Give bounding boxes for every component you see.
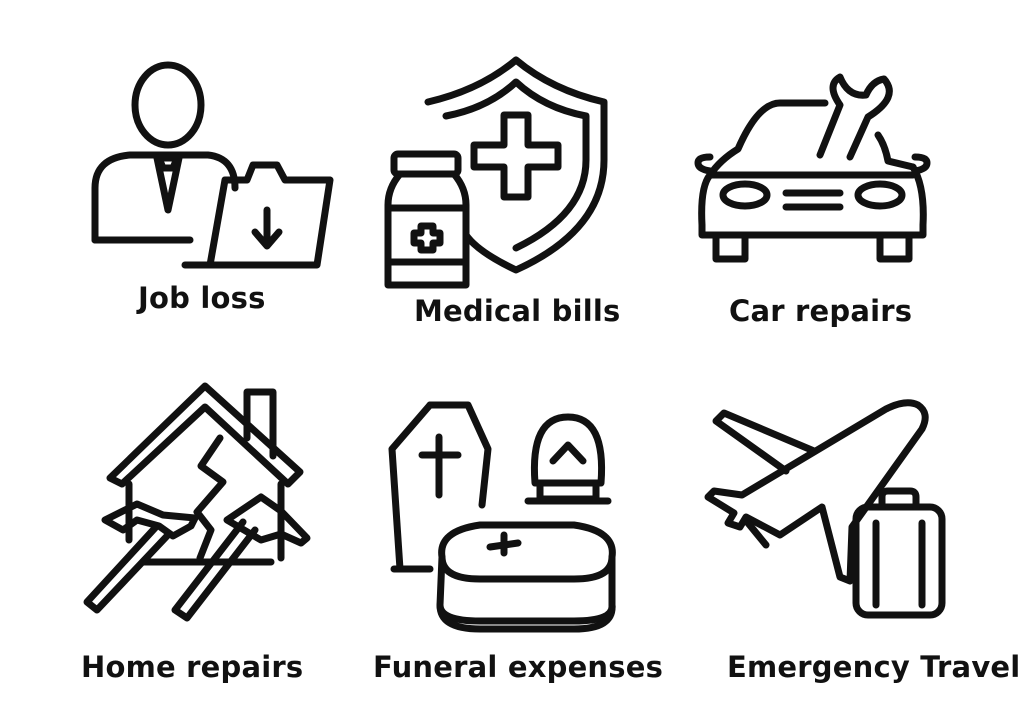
- car-repairs-icon: [694, 73, 931, 263]
- emergency-travel-icon: [704, 399, 946, 619]
- funeral-expenses-icon: [388, 401, 616, 633]
- job-loss-icon: [91, 61, 334, 269]
- home-repairs-icon: [83, 382, 311, 622]
- item-label: Medical bills: [414, 294, 621, 328]
- item-label: Car repairs: [729, 294, 913, 328]
- item-label: Emergency Travel: [727, 650, 1021, 684]
- item-label: Home repairs: [81, 650, 304, 684]
- medical-bills-icon: [384, 56, 608, 289]
- item-label: Job loss: [138, 281, 266, 315]
- item-label: Funeral expenses: [373, 650, 664, 684]
